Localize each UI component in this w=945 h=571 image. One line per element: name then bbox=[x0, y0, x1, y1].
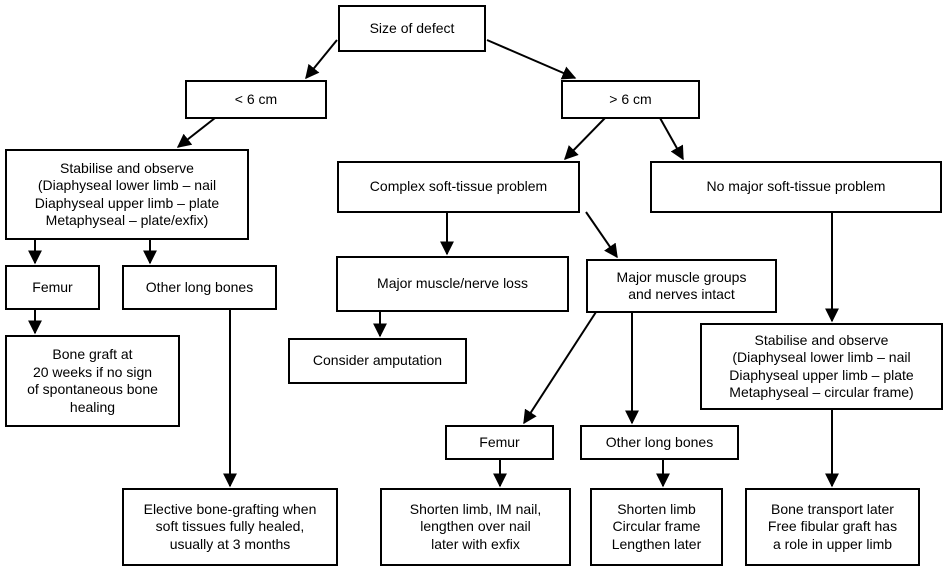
arrow-intact-to-femur-mid bbox=[523, 311, 597, 425]
node-stabilise-right-label: Stabilise and observe (Diaphyseal lower … bbox=[729, 331, 914, 401]
node-bone-graft-20-weeks-label: Bone graft at 20 weeks if no sign of spo… bbox=[27, 346, 158, 415]
node-major-muscle-nerve-loss: Major muscle/nerve loss bbox=[336, 256, 569, 312]
arrow-lt6-to-stab-left bbox=[176, 117, 216, 148]
arrow-gt6-to-no-major bbox=[659, 117, 684, 161]
node-no-major-soft-tissue: No major soft-tissue problem bbox=[650, 161, 942, 213]
node-major-muscle-nerve-loss-label: Major muscle/nerve loss bbox=[377, 275, 528, 292]
node-shorten-limb-im-nail-label: Shorten limb, IM nail, lengthen over nai… bbox=[409, 500, 542, 552]
node-complex-soft-tissue: Complex soft-tissue problem bbox=[337, 161, 580, 213]
node-consider-amputation: Consider amputation bbox=[288, 338, 467, 384]
node-elective-bone-grafting: Elective bone-grafting when soft tissues… bbox=[122, 488, 338, 566]
node-other-long-bones-mid: Other long bones bbox=[580, 425, 739, 460]
node-femur-left: Femur bbox=[5, 265, 100, 310]
node-lt6: < 6 cm bbox=[185, 80, 327, 119]
node-stabilise-left: Stabilise and observe (Diaphyseal lower … bbox=[5, 149, 249, 240]
node-lt6-label: < 6 cm bbox=[234, 90, 278, 107]
node-gt6: > 6 cm bbox=[561, 80, 700, 119]
node-consider-amputation-label: Consider amputation bbox=[312, 352, 443, 369]
node-no-major-soft-tissue-label: No major soft-tissue problem bbox=[706, 178, 886, 195]
node-gt6-label: > 6 cm bbox=[609, 90, 652, 107]
node-bone-graft-20-weeks: Bone graft at 20 weeks if no sign of spo… bbox=[5, 335, 180, 427]
node-complex-soft-tissue-label: Complex soft-tissue problem bbox=[369, 178, 548, 195]
node-femur-mid: Femur bbox=[445, 425, 554, 460]
node-femur-mid-label: Femur bbox=[479, 433, 520, 450]
node-other-long-bones-mid-label: Other long bones bbox=[605, 433, 714, 450]
node-size-of-defect-label: Size of defect bbox=[369, 19, 455, 36]
node-muscle-nerves-intact-label: Major muscle groups and nerves intact bbox=[616, 268, 747, 303]
arrow-gt6-to-complex bbox=[564, 117, 606, 161]
node-shorten-limb-circular-frame-label: Shorten limb Circular frame Lengthen lat… bbox=[611, 500, 702, 552]
node-stabilise-right: Stabilise and observe (Diaphyseal lower … bbox=[700, 323, 943, 410]
node-stabilise-left-label: Stabilise and observe (Diaphyseal lower … bbox=[34, 159, 220, 229]
node-bone-transport: Bone transport later Free fibular graft … bbox=[745, 488, 920, 566]
arrow-complex-to-intact bbox=[585, 211, 618, 259]
node-shorten-limb-im-nail: Shorten limb, IM nail, lengthen over nai… bbox=[380, 488, 571, 566]
arrow-root-to-lt6 bbox=[305, 39, 338, 80]
node-bone-transport-label: Bone transport later Free fibular graft … bbox=[767, 500, 898, 552]
node-shorten-limb-circular-frame: Shorten limb Circular frame Lengthen lat… bbox=[590, 488, 723, 566]
node-other-long-bones-left: Other long bones bbox=[122, 265, 277, 310]
node-size-of-defect: Size of defect bbox=[338, 5, 486, 52]
arrow-root-to-gt6 bbox=[486, 39, 577, 80]
node-muscle-nerves-intact: Major muscle groups and nerves intact bbox=[586, 259, 777, 313]
node-elective-bone-grafting-label: Elective bone-grafting when soft tissues… bbox=[143, 500, 317, 552]
node-femur-left-label: Femur bbox=[32, 278, 73, 295]
node-other-long-bones-left-label: Other long bones bbox=[145, 278, 254, 295]
